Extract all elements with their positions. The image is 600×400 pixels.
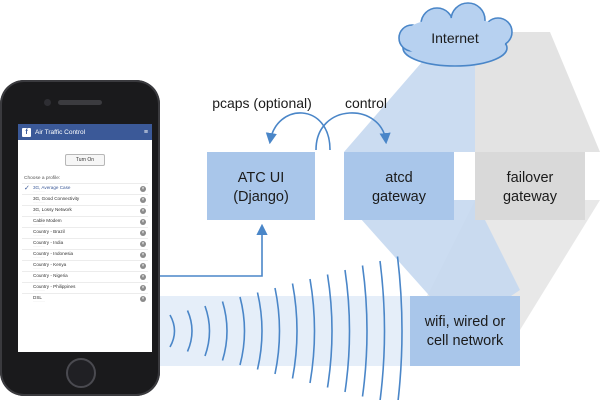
profile-item[interactable]: Cable Modem………… × [22, 216, 148, 227]
profile-name: Cable Modem [33, 218, 62, 223]
profile-name: DSL [33, 295, 42, 300]
atc-ui-label: ATC UI(Django) [233, 170, 289, 205]
internet-cloud [398, 2, 513, 67]
radio-waves [169, 256, 403, 400]
profile-name: 3G, Good Connectivity [33, 196, 80, 201]
radio-wave-arc [221, 301, 228, 361]
profile-item[interactable]: Country - Indonesia………… × [22, 249, 148, 260]
remove-icon[interactable]: × [140, 252, 146, 258]
remove-icon[interactable]: × [140, 241, 146, 247]
choose-profile-label: Choose a profile: [24, 176, 61, 181]
control-label: control [345, 95, 387, 111]
profile-item[interactable]: Country - Kenya………… × [22, 260, 148, 271]
profile-subtext: ………… [33, 277, 45, 281]
facebook-logo-icon: f [22, 127, 31, 137]
profile-subtext: ………… [33, 222, 45, 226]
profile-name: Country - Nigeria [33, 273, 68, 278]
control-arrow [315, 112, 391, 151]
checkmark-icon: ✓ [24, 185, 30, 192]
radio-wave-arc [379, 260, 386, 400]
radio-wave-arc [291, 283, 298, 379]
network-box [410, 296, 520, 366]
turn-on-button[interactable]: Turn On [65, 154, 105, 166]
profile-name: 3G, Average Case [33, 185, 71, 190]
remove-icon[interactable]: × [140, 186, 146, 192]
profile-name: 3G, Lossy Network [33, 207, 72, 212]
menu-icon[interactable]: ≡ [143, 128, 148, 136]
phone-to-atc-ui-arrow [160, 223, 268, 277]
remove-icon[interactable]: × [140, 230, 146, 236]
profile-subtext: ………… [33, 233, 45, 237]
remove-icon[interactable]: × [140, 296, 146, 302]
radio-wave-arc [326, 274, 333, 388]
profile-subtext: ………… [33, 211, 45, 215]
profile-item[interactable]: Country - Philippines………… × [22, 282, 148, 293]
pcaps-label: pcaps (optional) [212, 95, 312, 111]
internet-label: Internet [431, 30, 479, 46]
profile-subtext: ………… [33, 299, 45, 303]
radio-wave-arc [204, 305, 211, 357]
profile-name: Country - Indonesia [33, 251, 74, 256]
radio-wave-arc [361, 265, 368, 397]
radio-wave-arc [309, 278, 316, 384]
atc-ui-box [207, 152, 315, 220]
profile-name: Country - Philippines [33, 284, 76, 289]
profile-name: Country - Brazil [33, 229, 65, 234]
profile-item[interactable]: 3G, Good Connectivity………… × [22, 194, 148, 205]
profile-subtext: ………… [33, 255, 45, 259]
home-button[interactable] [66, 358, 96, 388]
profile-item[interactable]: DSL………… × [22, 293, 148, 304]
failover-to-internet-band [475, 32, 600, 152]
speaker-grille [58, 100, 102, 105]
pcaps-arrow [265, 112, 331, 151]
atcd-gateway-box [344, 152, 454, 220]
phone-screen: f Air Traffic Control ≡ Turn On Choose a… [18, 124, 152, 352]
remove-icon[interactable]: × [140, 263, 146, 269]
radio-wave-arc [344, 269, 351, 393]
profile-subtext: ………… [33, 244, 45, 248]
profile-name: Country - Kenya [33, 262, 67, 267]
profile-item[interactable]: Country - India………… × [22, 238, 148, 249]
profile-subtext: ………… [33, 266, 45, 270]
profile-item[interactable]: 3G, Lossy Network………… × [22, 205, 148, 216]
remove-icon[interactable]: × [140, 219, 146, 225]
radio-wave-arc [274, 287, 281, 375]
wireless-band [160, 296, 420, 366]
remove-icon[interactable]: × [140, 208, 146, 214]
remove-icon[interactable]: × [140, 285, 146, 291]
profile-item[interactable]: Country - Nigeria………… × [22, 271, 148, 282]
profile-subtext: ………… [33, 288, 45, 292]
radio-wave-arc [396, 256, 403, 400]
failover-gateway-box [475, 152, 585, 220]
profile-item[interactable]: ✓3G, Average Case………… × [22, 183, 148, 194]
app-header: f Air Traffic Control ≡ [18, 124, 152, 140]
radio-wave-arc [186, 310, 193, 352]
profile-subtext: ………… [33, 189, 45, 193]
app-title: Air Traffic Control [35, 128, 86, 136]
radio-wave-arc [239, 296, 246, 366]
profile-name: Country - India [33, 240, 64, 245]
radio-wave-arc [256, 292, 263, 370]
profile-subtext: ………… [33, 200, 45, 204]
radio-wave-arc [169, 314, 176, 348]
phone: f Air Traffic Control ≡ Turn On Choose a… [0, 80, 160, 396]
remove-icon[interactable]: × [140, 197, 146, 203]
remove-icon[interactable]: × [140, 274, 146, 280]
profile-item[interactable]: Country - Brazil………… × [22, 227, 148, 238]
camera-icon [44, 99, 51, 106]
profile-list: ✓3G, Average Case…………×3G, Good Connectiv… [22, 183, 148, 304]
